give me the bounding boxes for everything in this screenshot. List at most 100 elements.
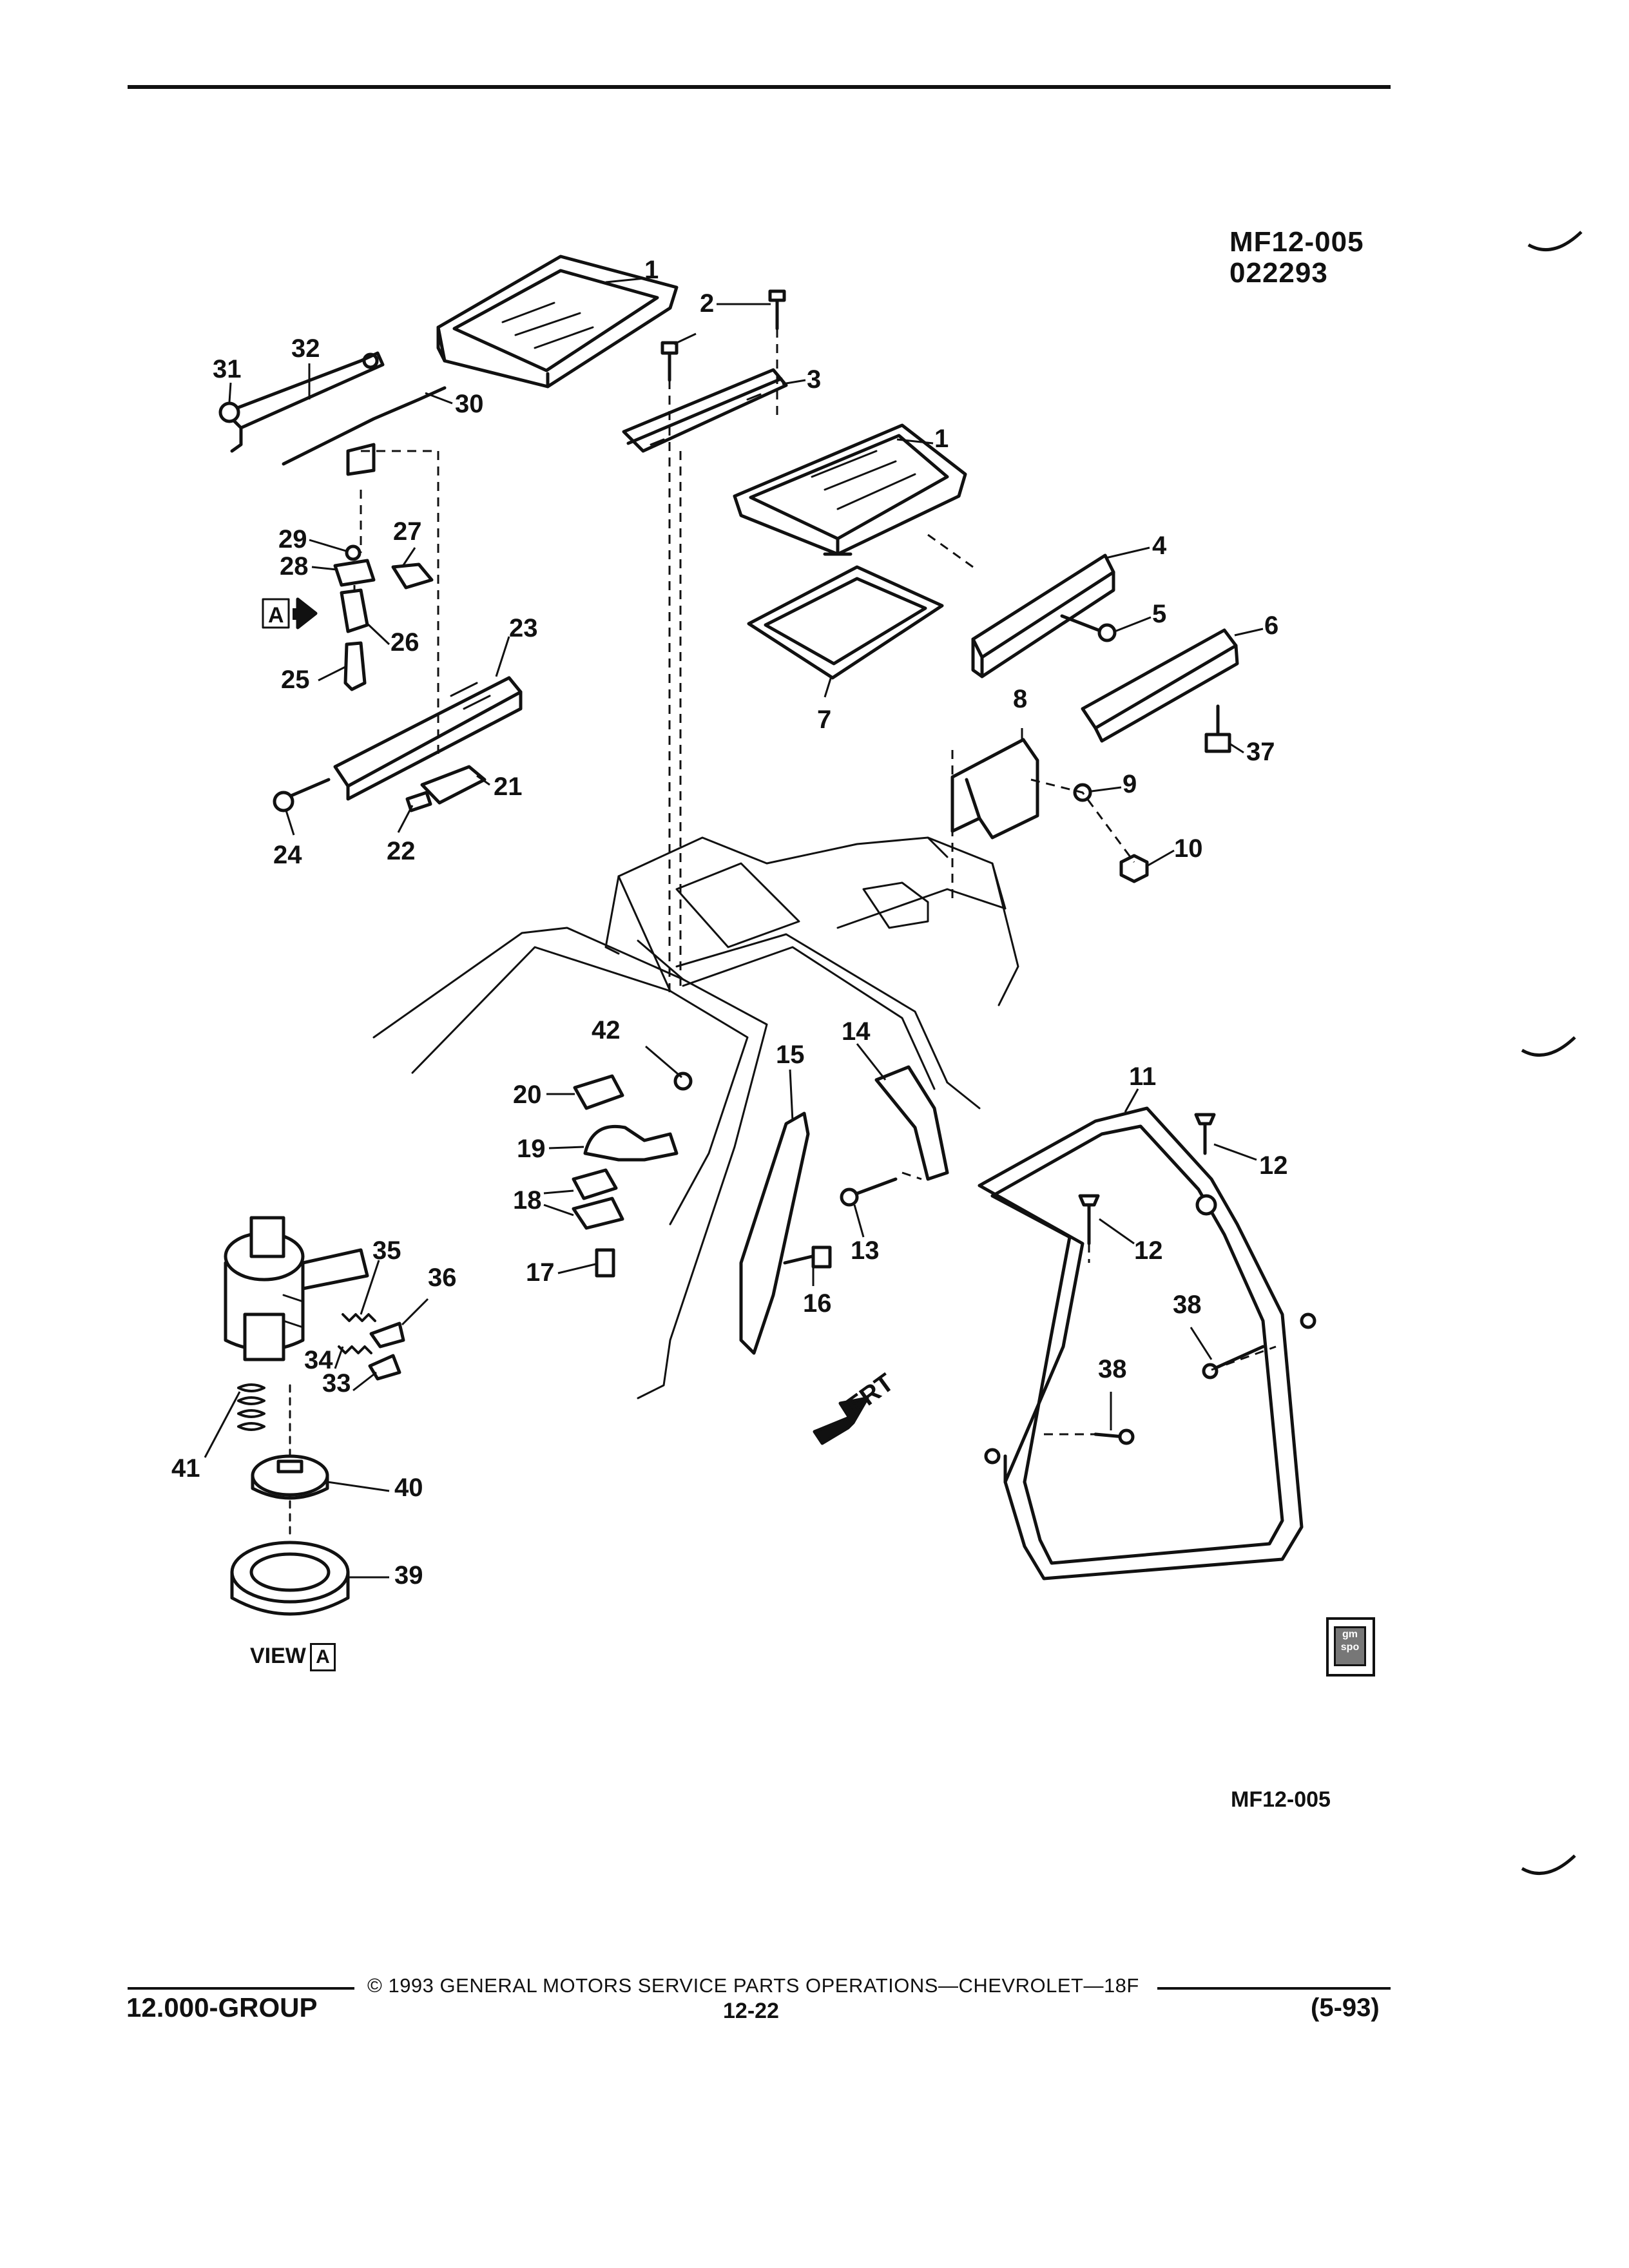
- logo-line-1: gm: [1342, 1629, 1358, 1640]
- lock-housing: [224, 1216, 369, 1361]
- callout-6: 6: [1264, 611, 1278, 640]
- latch-handle-part-32: [224, 351, 385, 453]
- tumbler-part-36: [369, 1321, 405, 1349]
- callout-10: 10: [1174, 834, 1203, 863]
- pin-part-38a: [1210, 1345, 1265, 1372]
- nut-part-10: [1119, 854, 1149, 883]
- screw-part-5: [1060, 614, 1117, 642]
- lock-rod-part-30: [282, 386, 447, 476]
- footer-group: 12.000-GROUP: [126, 1992, 318, 2023]
- bolt-part-37: [1204, 704, 1231, 753]
- logo-line-2: spo: [1340, 1642, 1360, 1653]
- cam-part-40: [251, 1454, 329, 1500]
- callout-33: 33: [322, 1369, 351, 1398]
- figure-code: MF12-005: [1229, 226, 1364, 258]
- striker-part-19: [583, 1124, 679, 1162]
- footer-rule-left: [128, 1987, 354, 1990]
- callout-4: 4: [1152, 532, 1167, 560]
- plate-part-18a: [572, 1168, 618, 1200]
- footer-revision-date: (5-93): [1311, 1994, 1380, 2022]
- callout-30: 30: [455, 390, 484, 418]
- rail-part-4: [971, 553, 1115, 678]
- screw-part-12a: [1194, 1113, 1216, 1155]
- view-caption-text: VIEW: [250, 1644, 306, 1668]
- callout-38b: 38: [1098, 1355, 1127, 1383]
- gm-spo-logo-inner: gm spo: [1334, 1626, 1366, 1666]
- callout-numbers: 1 2 3 1 4 5 6 7 8 9 10 11 12 12 13 14 15…: [171, 256, 1288, 1590]
- callout-21: 21: [494, 773, 523, 801]
- screw-part-31: [218, 401, 240, 423]
- spring-part-41: [237, 1383, 265, 1431]
- callout-39: 39: [394, 1561, 423, 1590]
- view-caption-box: A: [309, 1643, 336, 1671]
- washer-part-29: [345, 544, 361, 561]
- screw-part-13: [840, 1177, 898, 1207]
- callout-41: 41: [171, 1454, 200, 1483]
- callout-3: 3: [807, 365, 821, 394]
- callout-1b: 1: [934, 425, 949, 453]
- spring-part-34: [338, 1345, 372, 1354]
- roof-panel-seal: [747, 565, 944, 680]
- roof-panel-bracket: [622, 368, 788, 453]
- callout-1: 1: [644, 256, 659, 284]
- clip-part-28: [333, 559, 376, 587]
- weatherstrip-part-6: [1081, 628, 1239, 743]
- tumbler-part-33: [368, 1354, 401, 1381]
- footer-rule-right: [1157, 1987, 1391, 1990]
- figure-date: 022293: [1229, 257, 1328, 289]
- plate-part-18b: [572, 1196, 624, 1230]
- key-part-25: [343, 641, 367, 691]
- roof-panel-glass-upper: [436, 255, 679, 389]
- callout-38a: 38: [1173, 1291, 1202, 1319]
- callout-13: 13: [851, 1236, 880, 1265]
- clip-part-21: [420, 765, 487, 805]
- callout-29: 29: [278, 525, 307, 553]
- lock-cylinder-part-26: [340, 588, 369, 633]
- callout-26: 26: [390, 628, 419, 657]
- front-direction-arrow: [813, 1396, 869, 1445]
- callout-2: 2: [700, 289, 714, 318]
- callout-12a: 12: [1259, 1151, 1288, 1180]
- callout-25: 25: [281, 666, 310, 694]
- callout-27: 27: [393, 517, 422, 546]
- door-frame-part-11: [978, 1106, 1304, 1581]
- callout-37: 37: [1246, 738, 1275, 766]
- roof-panel-glass-lower: [733, 423, 967, 556]
- retainer-part-39: [230, 1541, 350, 1616]
- spring-part-27: [391, 562, 434, 590]
- callout-19: 19: [517, 1135, 546, 1163]
- bolt-part-2: [660, 289, 786, 382]
- pillar-trim-part-15: [739, 1111, 810, 1355]
- margin-tick-mark: [1527, 231, 1583, 251]
- view-a-pointer: [262, 597, 318, 629]
- handle-part-23: [333, 676, 523, 801]
- callout-31: 31: [213, 355, 242, 383]
- callout-40: 40: [394, 1474, 423, 1502]
- callout-18: 18: [513, 1186, 542, 1215]
- callout-15: 15: [776, 1041, 805, 1069]
- callout-35: 35: [372, 1236, 401, 1265]
- callout-34: 34: [304, 1346, 333, 1374]
- margin-tick-mark: [1521, 1854, 1576, 1875]
- callout-36: 36: [428, 1264, 457, 1292]
- bolt-part-17: [595, 1248, 615, 1278]
- bottom-figure-code: MF12-005: [1231, 1787, 1331, 1812]
- callout-22: 22: [387, 837, 416, 865]
- pillar-trim-part-14: [874, 1065, 949, 1181]
- callout-5: 5: [1152, 600, 1166, 628]
- callout-20: 20: [513, 1081, 542, 1109]
- callout-7: 7: [817, 706, 831, 734]
- callout-leaders: [204, 277, 1264, 1579]
- callout-16: 16: [803, 1289, 832, 1318]
- callout-28: 28: [280, 552, 309, 581]
- footer-copyright: © 1993 GENERAL MOTORS SERVICE PARTS OPER…: [367, 1974, 1139, 1997]
- callout-9: 9: [1123, 770, 1137, 798]
- alignment-lines: [353, 329, 1277, 1436]
- callout-23: 23: [509, 614, 538, 642]
- vehicle-body-outline: [372, 836, 1019, 1399]
- callout-17: 17: [526, 1258, 555, 1287]
- nut-part-42: [673, 1072, 693, 1091]
- bracket-part-8: [950, 738, 1039, 840]
